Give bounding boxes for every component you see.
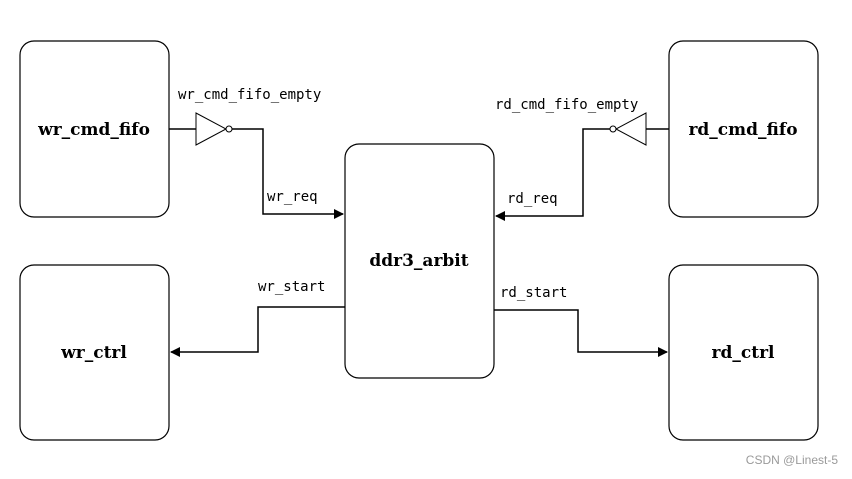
rd-cmd-fifo-empty-label: rd_cmd_fifo_empty <box>495 97 638 113</box>
rd-cmd-fifo-label: rd_cmd_fifo <box>688 120 797 140</box>
wr-cmd-fifo-label: wr_cmd_fifo <box>37 120 150 140</box>
rd-req-connection: rd_cmd_fifo_empty rd_req <box>495 97 669 221</box>
wr-req-label: wr_req <box>267 189 318 205</box>
rd-ctrl-label: rd_ctrl <box>712 343 776 363</box>
ddr3-arbit-label: ddr3_arbit <box>369 251 468 271</box>
wr-start-connection: wr_start <box>170 279 345 357</box>
wr-ctrl-block: wr_ctrl <box>19 264 170 441</box>
ddr3-arbit-block: ddr3_arbit <box>344 143 495 379</box>
watermark-text: CSDN @Linest-5 <box>746 453 839 467</box>
wr-start-label: wr_start <box>258 279 325 295</box>
rd-start-label: rd_start <box>500 285 567 301</box>
rd-cmd-fifo-block: rd_cmd_fifo <box>668 40 819 218</box>
rd-start-connection: rd_start <box>494 285 668 357</box>
wr-req-connection: wr_cmd_fifo_empty wr_req <box>169 87 344 219</box>
wr-cmd-fifo-empty-label: wr_cmd_fifo_empty <box>178 87 321 103</box>
wr-ctrl-label: wr_ctrl <box>60 343 127 363</box>
rd-ctrl-block: rd_ctrl <box>668 264 819 441</box>
wr-cmd-fifo-block: wr_cmd_fifo <box>19 40 170 218</box>
rd-req-label: rd_req <box>507 191 558 207</box>
wr-inverter-icon <box>195 112 228 146</box>
rd-inverter-icon <box>614 112 647 146</box>
